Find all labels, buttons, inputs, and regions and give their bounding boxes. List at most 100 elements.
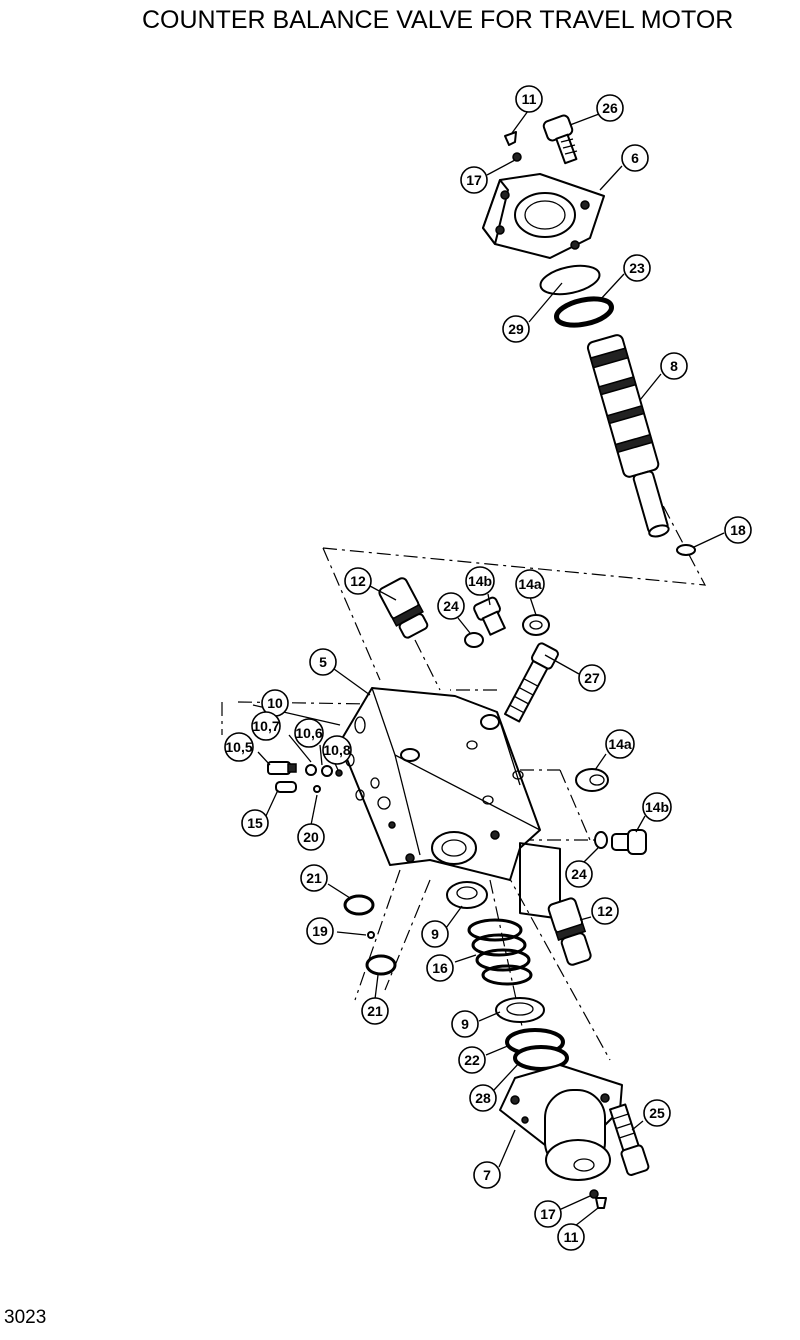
svg-text:18: 18 bbox=[730, 522, 746, 538]
plug-14b-lower bbox=[611, 829, 647, 855]
callout-29: 29 bbox=[502, 315, 530, 343]
svg-text:12: 12 bbox=[350, 573, 366, 589]
callout-28: 28 bbox=[469, 1084, 497, 1112]
callout-6: 6 bbox=[621, 144, 649, 172]
svg-text:14a: 14a bbox=[518, 576, 542, 592]
svg-text:12: 12 bbox=[597, 903, 613, 919]
ball-19 bbox=[367, 931, 375, 939]
svg-text:10,8: 10,8 bbox=[323, 742, 350, 758]
svg-text:24: 24 bbox=[571, 866, 587, 882]
svg-text:15: 15 bbox=[247, 815, 263, 831]
callout-10-5: 10,5 bbox=[224, 732, 254, 762]
callout-21-lower: 21 bbox=[361, 997, 389, 1025]
oring-24-upper bbox=[464, 632, 484, 648]
svg-text:22: 22 bbox=[464, 1052, 480, 1068]
svg-text:27: 27 bbox=[584, 670, 600, 686]
oring-17-upper bbox=[512, 152, 522, 162]
ring-28 bbox=[513, 1045, 569, 1071]
callout-17-upper: 17 bbox=[460, 166, 488, 194]
oring-24-lower bbox=[594, 831, 608, 849]
callout-11-lower: 11 bbox=[557, 1223, 585, 1251]
oring-18 bbox=[676, 544, 696, 556]
ring-23 bbox=[553, 296, 615, 328]
callout-22: 22 bbox=[458, 1046, 486, 1074]
callout-10-6: 10,6 bbox=[294, 718, 324, 748]
svg-text:10,5: 10,5 bbox=[225, 739, 252, 755]
callout-26: 26 bbox=[596, 94, 624, 122]
svg-text:5: 5 bbox=[319, 654, 327, 670]
spring-16 bbox=[467, 918, 533, 986]
callout-14a-upper: 14a bbox=[515, 569, 545, 599]
svg-text:11: 11 bbox=[564, 1229, 579, 1245]
callout-19: 19 bbox=[306, 917, 334, 945]
plug-14b-upper bbox=[473, 596, 506, 636]
seat-9-lower bbox=[495, 997, 545, 1023]
svg-text:14b: 14b bbox=[645, 799, 669, 815]
svg-text:17: 17 bbox=[540, 1206, 556, 1222]
callout-10-7: 10,7 bbox=[251, 711, 281, 741]
callout-9-upper: 9 bbox=[421, 920, 449, 948]
callout-14b-lower: 14b bbox=[642, 792, 672, 822]
ring-29 bbox=[539, 264, 601, 296]
svg-text:9: 9 bbox=[461, 1016, 469, 1032]
cover-upper bbox=[482, 173, 605, 259]
svg-text:26: 26 bbox=[602, 100, 618, 116]
callout-5: 5 bbox=[309, 648, 337, 676]
callout-9-lower: 9 bbox=[451, 1010, 479, 1038]
leader-lines bbox=[252, 110, 725, 1227]
svg-text:6: 6 bbox=[631, 150, 639, 166]
callout-20: 20 bbox=[297, 823, 325, 851]
svg-text:11: 11 bbox=[522, 91, 537, 107]
plug-14a-upper bbox=[522, 614, 550, 636]
oring-17-lower bbox=[589, 1189, 599, 1199]
bolt-26 bbox=[542, 114, 578, 165]
callout-24-lower: 24 bbox=[565, 860, 593, 888]
callout-24-upper: 24 bbox=[437, 592, 465, 620]
callout-18: 18 bbox=[724, 516, 752, 544]
callout-16: 16 bbox=[426, 954, 454, 982]
oring-21-upper bbox=[343, 894, 375, 916]
svg-text:10: 10 bbox=[267, 695, 283, 711]
svg-text:7: 7 bbox=[483, 1167, 491, 1183]
svg-text:24: 24 bbox=[443, 598, 459, 614]
callout-7: 7 bbox=[473, 1161, 501, 1189]
svg-text:14a: 14a bbox=[608, 736, 632, 752]
callout-10-8: 10,8 bbox=[322, 735, 352, 765]
callout-27: 27 bbox=[578, 664, 606, 692]
callout-21-upper: 21 bbox=[300, 864, 328, 892]
callout-15: 15 bbox=[241, 809, 269, 837]
valve-body-5 bbox=[339, 687, 561, 920]
seat-9-upper bbox=[446, 881, 488, 909]
svg-text:14b: 14b bbox=[468, 573, 492, 589]
svg-text:10,6: 10,6 bbox=[295, 725, 322, 741]
spool-8 bbox=[586, 334, 670, 538]
check-valve-12-lower bbox=[547, 897, 592, 966]
svg-text:20: 20 bbox=[303, 829, 319, 845]
page-title: COUNTER BALANCE VALVE FOR TRAVEL MOTOR bbox=[142, 6, 734, 34]
oring-21-lower bbox=[365, 954, 397, 976]
page-code: 3023 bbox=[4, 1307, 47, 1328]
svg-text:21: 21 bbox=[367, 1003, 383, 1019]
callout-17-lower: 17 bbox=[534, 1200, 562, 1228]
svg-text:28: 28 bbox=[475, 1090, 491, 1106]
callout-11-upper: 11 bbox=[515, 85, 543, 113]
cover-lower-7 bbox=[499, 1064, 623, 1181]
relief-parts-10 bbox=[267, 761, 343, 793]
svg-text:29: 29 bbox=[508, 321, 524, 337]
svg-text:25: 25 bbox=[649, 1105, 665, 1121]
svg-text:9: 9 bbox=[431, 926, 439, 942]
callout-23: 23 bbox=[623, 254, 651, 282]
svg-text:19: 19 bbox=[312, 923, 328, 939]
svg-text:8: 8 bbox=[670, 358, 678, 374]
svg-text:16: 16 bbox=[432, 960, 448, 976]
plug-11-upper bbox=[504, 131, 517, 146]
svg-text:21: 21 bbox=[306, 870, 322, 886]
svg-text:17: 17 bbox=[466, 172, 482, 188]
callout-12-lower: 12 bbox=[591, 897, 619, 925]
callout-8: 8 bbox=[660, 352, 688, 380]
plug-11-lower bbox=[595, 1197, 607, 1209]
callout-25: 25 bbox=[643, 1099, 671, 1127]
svg-text:23: 23 bbox=[629, 260, 645, 276]
bolt-25 bbox=[609, 1103, 650, 1176]
